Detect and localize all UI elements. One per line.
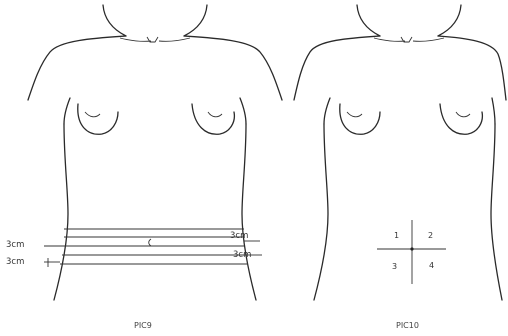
body-side-left — [54, 124, 68, 300]
body-side-right-2 — [491, 124, 502, 300]
collarbone-left-2 — [374, 38, 405, 41]
breast-left — [78, 104, 118, 134]
shoulder-left-line — [28, 36, 126, 100]
quadrant-label-2: 2 — [428, 231, 433, 240]
collarbone-right — [159, 38, 190, 41]
quadrant-label-1: 1 — [394, 231, 399, 240]
nipple-right — [208, 112, 222, 117]
armpit-left-2 — [324, 98, 330, 124]
body-side-right — [242, 124, 256, 300]
shoulder-right-line — [184, 36, 282, 100]
torso-figure-left: 3cm 3cm 3cm 3cm PIC9 — [6, 5, 282, 330]
collarbone-left — [120, 38, 151, 41]
shoulder-left-line-2 — [294, 36, 380, 100]
caption-left: PIC9 — [134, 321, 152, 330]
quadrant-label-4: 4 — [429, 261, 434, 270]
caption-right: PIC10 — [396, 321, 419, 330]
armpit-left — [64, 98, 70, 124]
nipple-left — [85, 112, 100, 117]
navel-dot — [410, 247, 413, 250]
armpit-right-2 — [492, 98, 495, 124]
torso-figure-right: 1 2 3 4 PIC10 — [294, 5, 506, 330]
neck-left-line-2 — [357, 5, 380, 36]
body-side-left-2 — [314, 124, 328, 300]
breast-left-2 — [340, 104, 380, 134]
neck-right-line-2 — [438, 5, 461, 36]
measure-label-right-lower: 3cm — [233, 250, 251, 260]
measure-label-left-upper: 3cm — [6, 240, 24, 250]
neck-left-line — [103, 5, 126, 36]
collarbone-right-2 — [413, 38, 444, 41]
quadrant-label-3: 3 — [392, 262, 397, 271]
armpit-right — [240, 98, 246, 124]
measure-label-left-lower: 3cm — [6, 257, 24, 267]
nipple-left-2 — [347, 112, 362, 117]
nipple-right-2 — [456, 112, 470, 117]
neck-right-line — [184, 5, 207, 36]
navel-mark — [149, 239, 151, 246]
measure-label-right-upper: 3cm — [230, 231, 248, 241]
breast-right — [192, 104, 234, 134]
breast-right-2 — [440, 104, 482, 134]
shoulder-right-line-2 — [438, 36, 506, 100]
